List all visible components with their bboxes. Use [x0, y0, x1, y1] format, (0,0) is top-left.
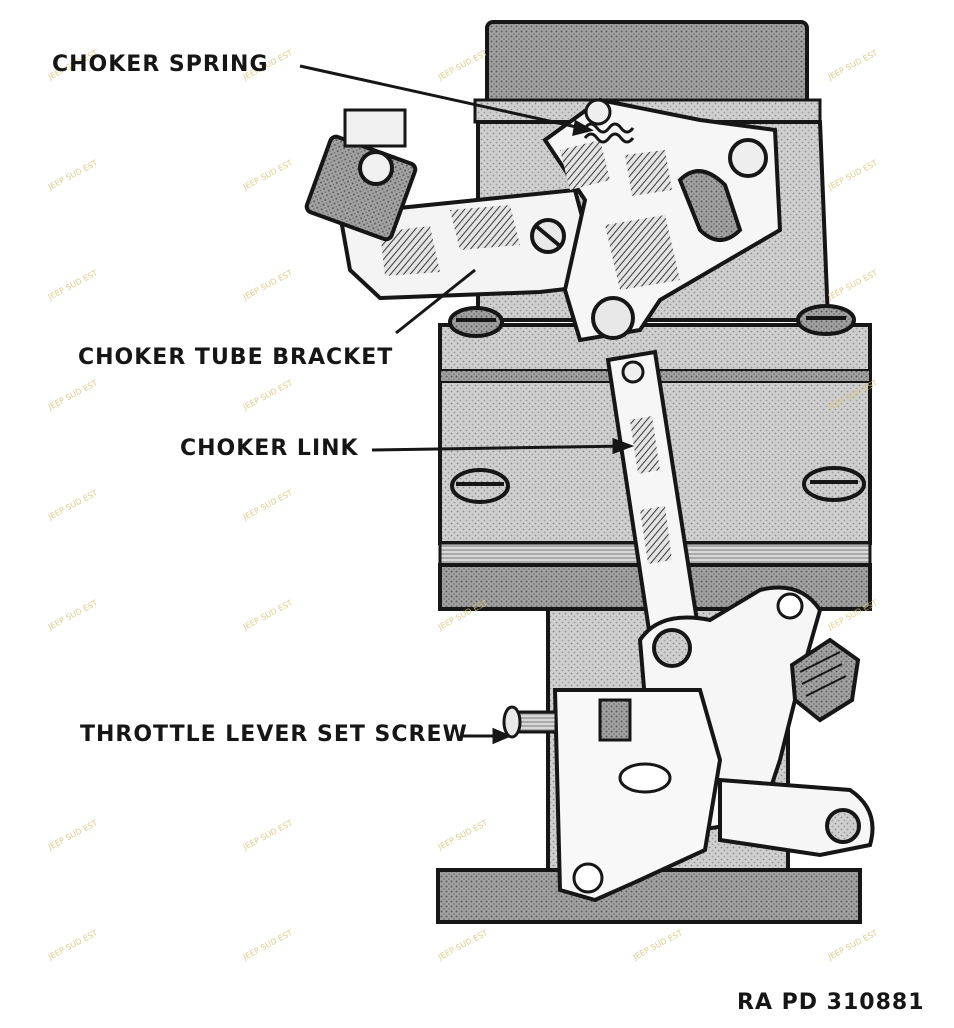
svg-text:JEEP SUD EST: JEEP SUD EST	[436, 48, 489, 82]
svg-text:JEEP SUD EST: JEEP SUD EST	[826, 48, 879, 82]
arrowhead-choker-spring	[572, 119, 594, 137]
svg-text:JEEP SUD EST: JEEP SUD EST	[46, 488, 99, 522]
label-choker-link: CHOKER LINK	[180, 436, 359, 461]
svg-text:JEEP SUD EST: JEEP SUD EST	[826, 928, 879, 962]
label-choker-spring: CHOKER SPRING	[52, 52, 269, 77]
svg-text:JEEP SUD EST: JEEP SUD EST	[46, 598, 99, 632]
svg-text:JEEP SUD EST: JEEP SUD EST	[241, 818, 294, 852]
leader-choker-spring	[299, 64, 591, 132]
svg-text:JEEP SUD EST: JEEP SUD EST	[436, 818, 489, 852]
figure-reference: RA PD 310881	[737, 990, 925, 1015]
choker-tube-bracket	[304, 108, 603, 301]
throttle-lever	[552, 585, 875, 903]
svg-text:JEEP SUD EST: JEEP SUD EST	[241, 378, 294, 412]
label-throttle-lever-set-screw: THROTTLE LEVER SET SCREW	[80, 722, 468, 747]
svg-text:JEEP SUD EST: JEEP SUD EST	[46, 378, 99, 412]
svg-text:JEEP SUD EST: JEEP SUD EST	[631, 928, 684, 962]
svg-text:JEEP SUD EST: JEEP SUD EST	[46, 928, 99, 962]
body-screws	[448, 304, 866, 504]
svg-text:JEEP SUD EST: JEEP SUD EST	[46, 818, 99, 852]
svg-text:JEEP SUD EST: JEEP SUD EST	[46, 158, 99, 192]
arrowhead-choker-link	[612, 437, 635, 455]
throttle-lever-set-screw	[502, 705, 558, 739]
svg-text:JEEP SUD EST: JEEP SUD EST	[241, 268, 294, 302]
leader-lines	[299, 64, 635, 745]
svg-text:JEEP SUD EST: JEEP SUD EST	[241, 598, 294, 632]
top-cover	[473, 20, 822, 124]
svg-text:JEEP SUD EST: JEEP SUD EST	[241, 488, 294, 522]
leader-choker-tube-bracket	[395, 268, 476, 335]
svg-text:JEEP SUD EST: JEEP SUD EST	[826, 158, 879, 192]
arrowhead-throttle-lever-set-screw	[492, 727, 512, 745]
svg-text:JEEP SUD EST: JEEP SUD EST	[241, 158, 294, 192]
svg-text:JEEP SUD EST: JEEP SUD EST	[436, 928, 489, 962]
svg-text:JEEP SUD EST: JEEP SUD EST	[826, 268, 879, 302]
label-choker-tube-bracket: CHOKER TUBE BRACKET	[78, 345, 394, 370]
leader-choker-link	[371, 444, 629, 452]
choker-spring	[583, 122, 635, 144]
svg-text:JEEP SUD EST: JEEP SUD EST	[46, 268, 99, 302]
svg-text:JEEP SUD EST: JEEP SUD EST	[241, 928, 294, 962]
choker-lever	[542, 97, 783, 343]
